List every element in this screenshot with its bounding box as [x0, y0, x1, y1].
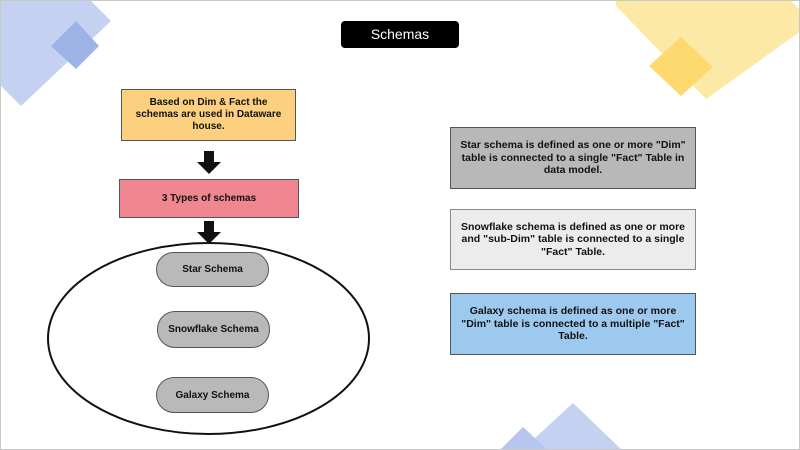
snowflake-schema-node: Snowflake Schema [157, 311, 270, 348]
deco-diamond-bottom-small [501, 427, 547, 449]
deco-diamond-top-right-large [616, 1, 799, 99]
galaxy-schema-node: Galaxy Schema [156, 377, 269, 413]
deco-diamond-top-right-small [649, 37, 713, 96]
down-arrow-icon [197, 221, 221, 244]
intro-box: Based on Dim & Fact the schemas are used… [121, 89, 296, 141]
slide-title: Schemas [341, 21, 459, 48]
snowflake-schema-description: Snowflake schema is defined as one or mo… [450, 209, 696, 270]
star-schema-node: Star Schema [156, 252, 269, 287]
deco-diamond-bottom-large [523, 403, 621, 449]
down-arrow-icon [197, 151, 221, 174]
schemas-ellipse [47, 242, 370, 435]
deco-diamond-top-left-small [51, 21, 99, 69]
deco-diamond-top-left-large [1, 1, 111, 106]
schema-types-box: 3 Types of schemas [119, 179, 299, 218]
star-schema-description: Star schema is defined as one or more "D… [450, 127, 696, 189]
galaxy-schema-description: Galaxy schema is defined as one or more … [450, 293, 696, 355]
